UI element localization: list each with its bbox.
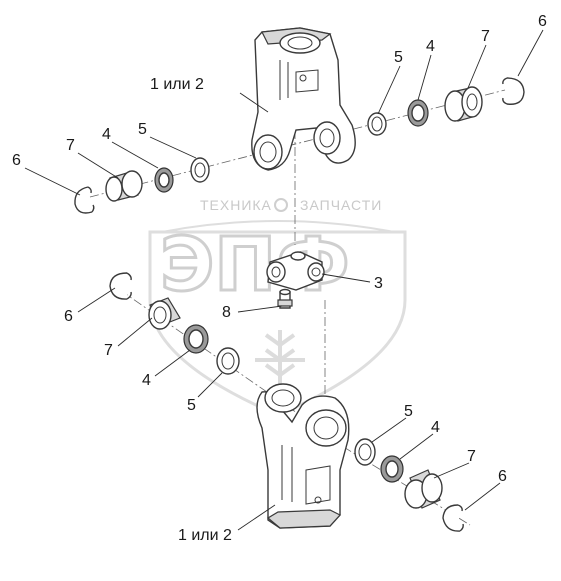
label-ring-6-top-right: 6 [538, 13, 547, 30]
washer-5-bottom-right [354, 438, 376, 466]
grease-nipple [277, 288, 293, 309]
label-washer-5-mid-left: 5 [187, 397, 196, 414]
washer-4-bottom-right [380, 455, 404, 483]
label-bearing-7-top-right: 7 [481, 28, 490, 45]
bearing-7-bottom-right [404, 469, 443, 509]
watermark-gear-icon [274, 198, 288, 212]
washer-4-upper-left [154, 167, 174, 193]
retaining-ring-6-upper-left [74, 186, 95, 214]
bearing-7-mid-left [148, 297, 181, 330]
label-washer-4-mid-left: 4 [142, 372, 151, 389]
label-washer-5-top-right: 5 [394, 49, 403, 66]
label-yoke-bottom: 1 или 2 [178, 527, 232, 544]
leader-lines [24, 29, 544, 531]
label-ring-6-bottom-right: 6 [498, 468, 507, 485]
label-ring-6-mid-left: 6 [64, 308, 73, 325]
callout-labels: 1 или 2 5 4 7 6 5 4 7 6 3 8 6 7 4 5 5 4 … [12, 13, 547, 544]
bearing-7-upper-left [105, 170, 143, 202]
watermark-shield-band [161, 220, 395, 233]
label-nipple-8: 8 [222, 304, 231, 321]
watermark-company-line-2: ЗАПЧАСТИ [300, 197, 382, 213]
label-ring-6-upper-left: 6 [12, 152, 21, 169]
label-bearing-7-mid-left: 7 [104, 342, 113, 359]
washer-5-top-right [367, 112, 387, 136]
label-bearing-7-bottom-right: 7 [467, 448, 476, 465]
label-yoke-top: 1 или 2 [150, 76, 204, 93]
retaining-ring-6-top-right [502, 77, 525, 105]
bearing-7-top-right [444, 86, 483, 122]
label-washer-4-upper-left: 4 [102, 126, 111, 143]
cross-spider [266, 251, 325, 291]
label-washer-5-bottom-right: 5 [404, 403, 413, 420]
washer-4-top-right [407, 99, 429, 127]
label-washer-5-upper-left: 5 [138, 121, 147, 138]
watermark-company-line: ТЕХНИКА [200, 197, 272, 213]
lower-yoke [256, 383, 350, 529]
washer-5-mid-left [216, 347, 240, 375]
washer-4-mid-left [183, 324, 209, 354]
retaining-ring-6-bottom-right [442, 504, 464, 532]
label-washer-4-top-right: 4 [426, 38, 435, 55]
washer-5-upper-left [190, 157, 210, 183]
label-cross-3: 3 [374, 275, 383, 292]
label-washer-4-bottom-right: 4 [431, 419, 440, 436]
watermark-wheat-icon [255, 330, 305, 405]
upper-yoke [251, 27, 356, 171]
retaining-ring-6-mid-left [109, 272, 132, 300]
label-bearing-7-upper-left: 7 [66, 137, 75, 154]
